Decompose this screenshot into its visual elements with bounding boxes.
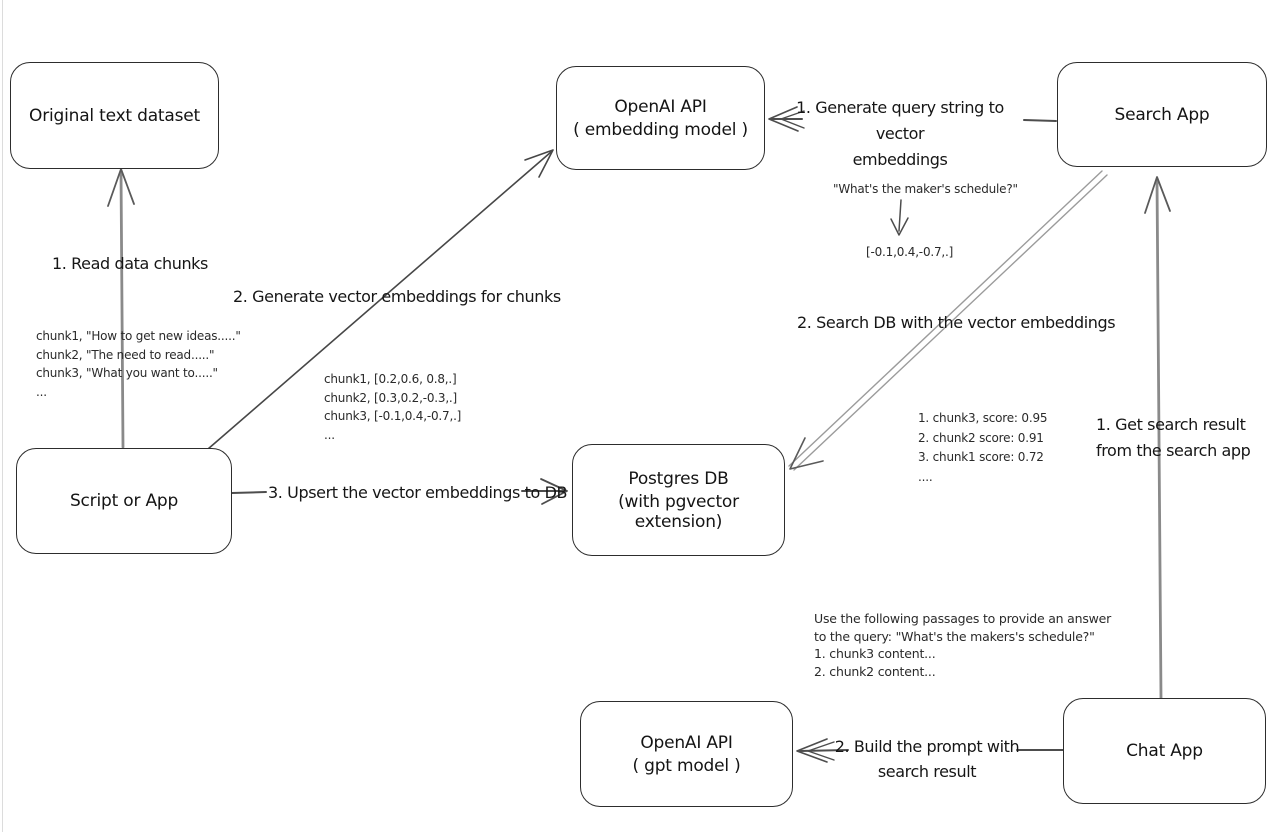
arrow-query-to-vector [768, 106, 1057, 132]
edge-label-get-search-result: 1. Get search result from the search app [1096, 412, 1251, 464]
annotation-prompt-example: Use the following passages to provide an… [814, 611, 1112, 679]
node-search-app: Search App [1057, 62, 1267, 167]
arrow-query-example [890, 199, 909, 236]
edge-label-upsert-to-db: 3. Upsert the vector embeddings to DB [268, 483, 568, 502]
node-label: Chat App [1126, 741, 1203, 761]
node-label-line2: (with pgvector extension) [618, 491, 739, 532]
node-label-line2: ( embedding model ) [573, 119, 748, 140]
arrow-upsert-to-db [231, 478, 568, 505]
annotation-search-scores: 1. chunk3, score: 0.95 2. chunk2 score: … [918, 411, 1048, 484]
edge-label-generate-embeddings: 2. Generate vector embeddings for chunks [233, 287, 561, 306]
arrow-get-search-result [1144, 176, 1171, 700]
edge-label-line2: search result [877, 762, 977, 781]
node-label: Script or App [69, 491, 179, 511]
node-label-line1: OpenAI API [640, 732, 733, 753]
node-label-line2: ( gpt model ) [632, 755, 741, 776]
annotation-query-vector: [-0.1,0.4,-0.7,.] [866, 245, 954, 259]
annotation-chunk-texts: chunk1, "How to get new ideas....." chun… [36, 329, 241, 399]
canvas-edge-line [2, 0, 3, 832]
edge-label-search-db: 2. Search DB with the vector embeddings [797, 313, 1116, 332]
node-label-line1: Postgres DB [628, 468, 729, 489]
node-script-or-app: Script or App [16, 448, 232, 554]
node-openai-api-embedding: OpenAI API ( embedding model ) [556, 66, 765, 170]
edge-label-line2: from the search app [1096, 441, 1251, 460]
edge-label-build-prompt: 2. Build the prompt with search result [832, 734, 1022, 784]
node-label-line1: OpenAI API [614, 96, 707, 117]
edge-label-line1: 2. Build the prompt with [834, 737, 1020, 756]
arrow-generate-embeddings [207, 149, 554, 450]
node-postgres-db: Postgres DB (with pgvector extension) [572, 444, 785, 556]
node-openai-api-gpt: OpenAI API ( gpt model ) [580, 701, 793, 807]
node-label: Original text dataset [29, 105, 200, 126]
edge-label-line1: 1. Get search result [1096, 415, 1246, 434]
node-original-text-dataset: Original text dataset [10, 62, 219, 169]
node-label: Search App [1114, 104, 1210, 125]
arrow-read-data-chunks [107, 168, 135, 449]
edge-label-query-to-vector: 1. Generate query string to vector embed… [775, 95, 1025, 173]
edge-label-line1: 1. Generate query string to vector [796, 98, 1004, 143]
arrow-search-db [788, 170, 1108, 471]
edge-label-read-data-chunks: 1. Read data chunks [52, 254, 208, 273]
edge-label-line2: embeddings [852, 150, 948, 169]
annotation-query-string: "What's the maker's schedule?" [833, 182, 1018, 196]
annotation-chunk-vectors: chunk1, [0.2,0.6, 0.8,.] chunk2, [0.3,0.… [324, 372, 462, 442]
arrow-build-prompt [796, 738, 1064, 763]
node-chat-app: Chat App [1063, 698, 1266, 804]
